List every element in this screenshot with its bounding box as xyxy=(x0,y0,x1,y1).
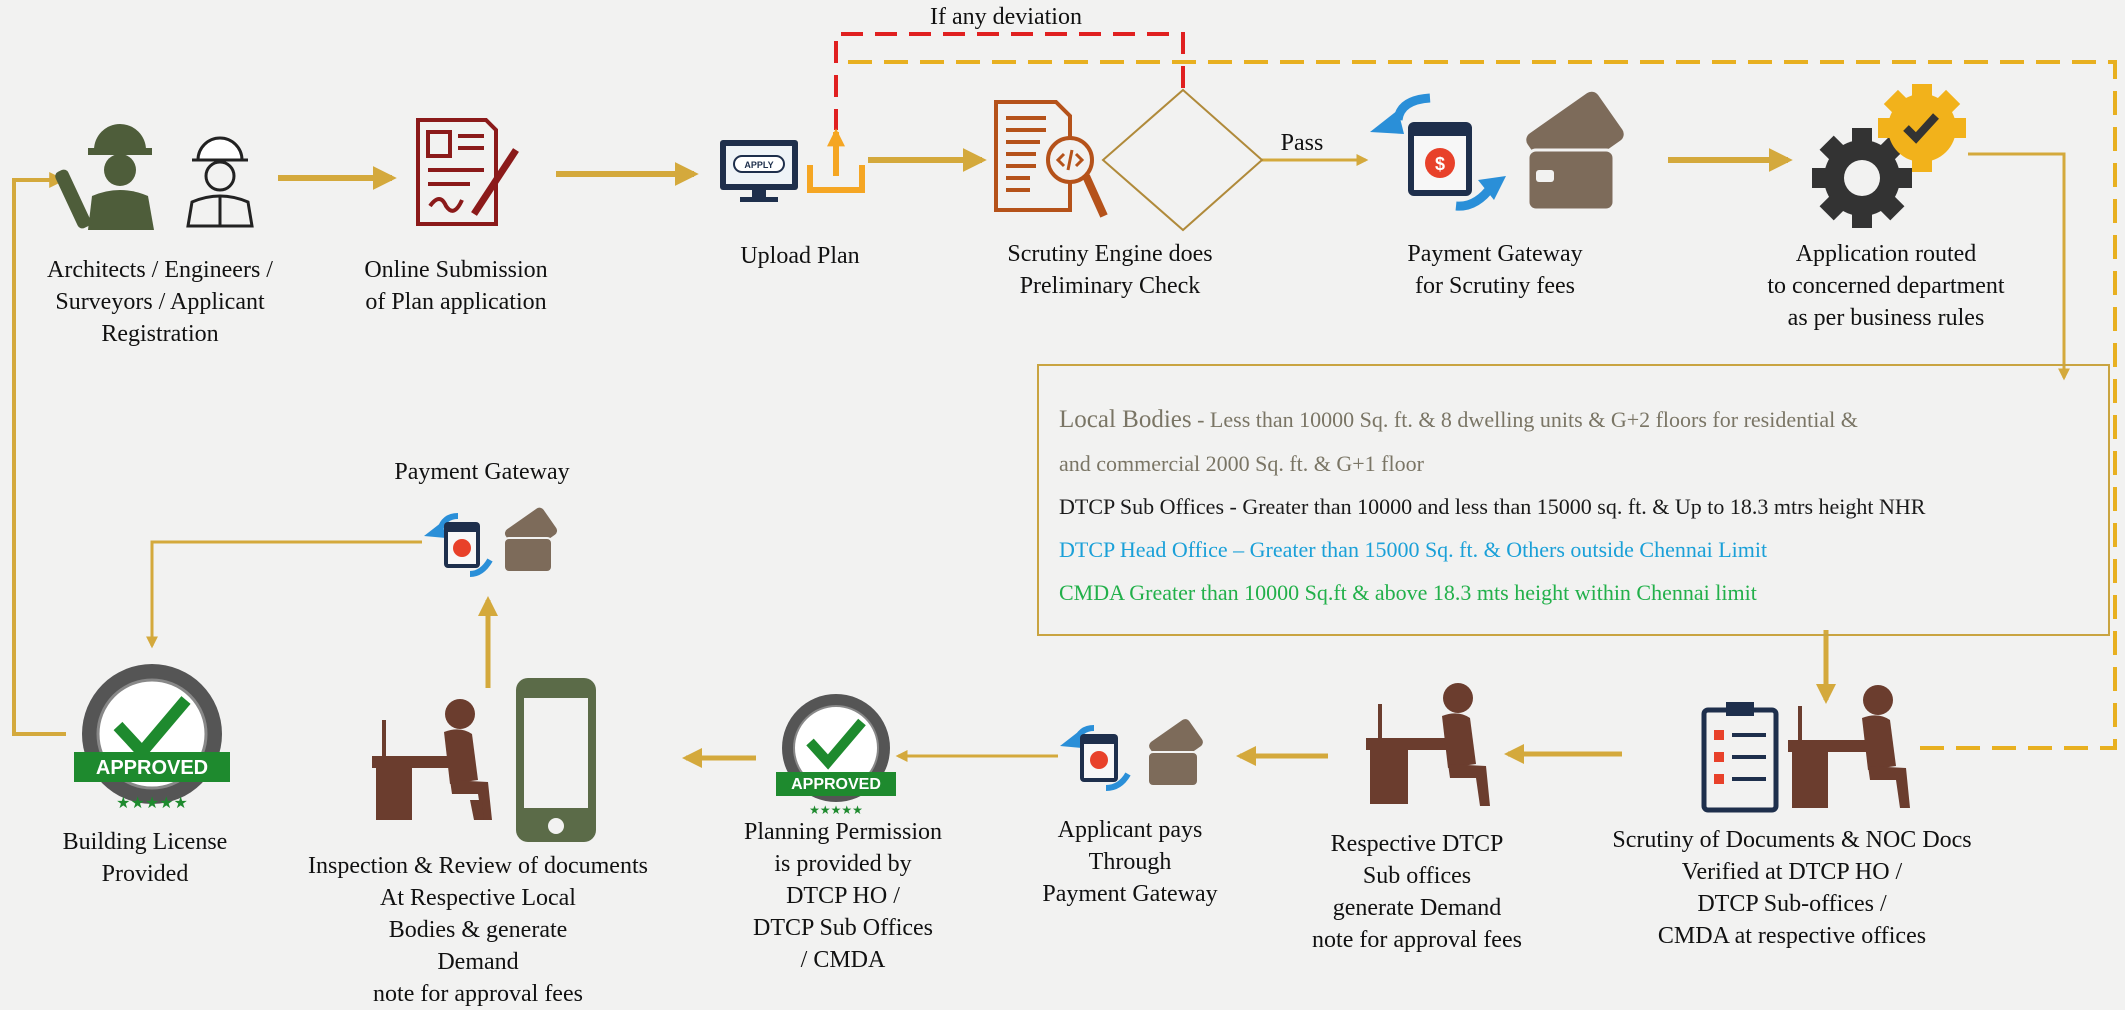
criteria-dtcp-head: DTCP Head Office – Greater than 15000 Sq… xyxy=(1059,537,1768,562)
checklist-icon xyxy=(1701,702,1779,813)
scrutiny-document-icon xyxy=(994,100,1108,218)
step-planning-permission-label: Planning Permission is provided by DTCP … xyxy=(743,819,942,973)
criteria-dtcp-sub: DTCP Sub Offices - Greater than 10000 an… xyxy=(1059,494,1926,519)
arrow-license-to-registration xyxy=(12,172,66,736)
step-application-routed-label: Application routed to concerned departme… xyxy=(1767,241,2005,331)
step-registration-label: Architects / Engineers / Surveyors / App… xyxy=(47,257,273,347)
step-building-license-label: Building License Provided xyxy=(62,829,228,887)
criteria-local-bodies-rest: - Less than 10000 Sq. ft. & 8 dwelling u… xyxy=(1191,407,1858,432)
svg-text:★★★★★: ★★★★★ xyxy=(116,795,188,812)
criteria-local-bodies: Local Bodies - Less than 10000 Sq. ft. &… xyxy=(1059,406,1858,434)
decision-diamond xyxy=(1101,88,1264,232)
criteria-local-bodies-lead: Local Bodies xyxy=(1059,406,1192,433)
step-payment-scrutiny-label: Payment Gateway for Scrutiny fees xyxy=(1407,241,1583,299)
step-upload-plan-label: Upload Plan xyxy=(740,243,860,269)
mobile-phone-icon xyxy=(516,678,596,842)
step-online-submission-label: Online Submission of Plan application xyxy=(364,257,548,315)
payment-gateway-bottom-icon xyxy=(1060,719,1203,791)
criteria-cmda: CMDA Greater than 10000 Sq.ft & above 18… xyxy=(1059,580,1757,605)
pass-label: Pass xyxy=(1281,130,1324,156)
person-at-desk-dtcp-icon xyxy=(1366,683,1490,806)
deviation-loop xyxy=(834,32,1185,130)
person-at-desk-icon xyxy=(372,699,492,820)
step-scrutiny-documents-label: Scrutiny of Documents & NOC Docs Verifie… xyxy=(1612,827,1972,949)
step-dtcp-sub-offices-label: Respective DTCP Sub offices generate Dem… xyxy=(1312,831,1522,953)
svg-text:★★★★★: ★★★★★ xyxy=(809,803,863,817)
application-form-icon xyxy=(416,118,519,226)
person-at-desk-scrutiny-icon xyxy=(1788,685,1910,808)
monitor-icon: APPLY xyxy=(720,140,798,202)
payment-gateway-icon: $ xyxy=(1370,91,1624,212)
approved-large-text: APPROVED xyxy=(96,757,208,779)
approved-small-text: APPROVED xyxy=(791,776,881,793)
approved-badge-large-icon: APPROVED ★★★★★ xyxy=(74,664,230,812)
payment-gateway-small-icon xyxy=(424,507,558,577)
payment-gateway-top-label: Payment Gateway xyxy=(394,459,570,485)
arrow-routed-to-box xyxy=(1968,152,2070,381)
upload-icon xyxy=(807,128,865,193)
deviation-label: If any deviation xyxy=(930,4,1082,30)
criteria-box: Local Bodies - Less than 10000 Sq. ft. &… xyxy=(1037,364,2110,636)
apply-text: APPLY xyxy=(744,160,773,170)
criteria-local-bodies-cont: and commercial 2000 Sq. ft. & G+1 floor xyxy=(1059,451,1424,476)
engineer-icon xyxy=(55,124,154,230)
step-inspection-review-label: Inspection & Review of documents At Resp… xyxy=(308,853,648,1007)
arrow-payment-to-license xyxy=(146,540,422,649)
svg-text:$: $ xyxy=(1435,154,1445,174)
approved-badge-small-icon: APPROVED ★★★★★ xyxy=(776,694,896,817)
gears-icon xyxy=(1812,84,1966,228)
step-scrutiny-engine-label: Scrutiny Engine does Preliminary Check xyxy=(1007,241,1213,299)
engineer-outline-icon xyxy=(186,136,254,228)
rework-loop xyxy=(836,60,2117,750)
step-applicant-pays-label: Applicant pays Through Payment Gateway xyxy=(1042,817,1218,907)
